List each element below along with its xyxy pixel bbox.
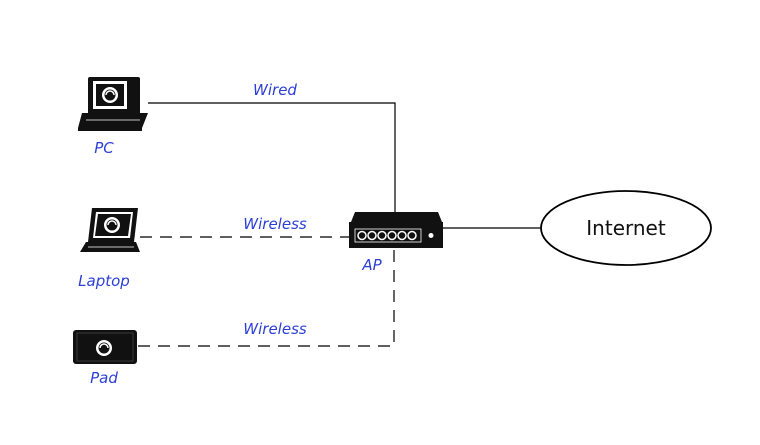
connections [138,102,541,347]
wired-link-label: Wired [253,81,297,99]
wireless-pad-label: Wireless [243,320,307,338]
internet-ellipse [540,190,712,266]
ap-label: AP [361,256,382,274]
pad-icon [73,330,137,364]
pad-label: Pad [90,369,118,387]
pc-label: PC [94,139,114,157]
access-point-icon [349,212,443,248]
laptop-icon [80,208,140,252]
laptop-label: Laptop [78,272,130,290]
internet-label: Internet [586,216,666,240]
wireless-link-pad [138,250,395,347]
wireless-laptop-label: Wireless [243,215,307,233]
pc-icon [78,77,148,131]
wired-link [148,102,396,213]
